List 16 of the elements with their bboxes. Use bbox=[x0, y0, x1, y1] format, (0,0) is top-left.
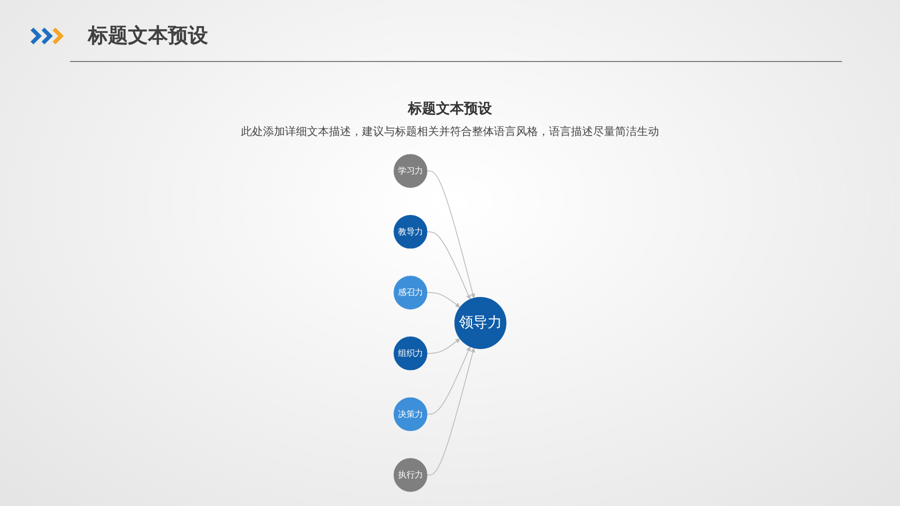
node-circle: 领导力 bbox=[454, 297, 506, 349]
node-circle: 教导力 bbox=[394, 214, 428, 249]
arrow bbox=[426, 348, 476, 476]
node-circle: 执行力 bbox=[394, 458, 428, 492]
page-title: 标题文本预设 bbox=[88, 22, 208, 49]
arrow bbox=[426, 170, 476, 298]
node-circle: 学习力 bbox=[394, 154, 428, 188]
arrow bbox=[426, 292, 460, 308]
arrow bbox=[426, 346, 471, 415]
node-circle: 决策力 bbox=[394, 397, 428, 432]
subtitle: 标题文本预设 bbox=[408, 101, 492, 117]
arrow bbox=[426, 231, 471, 300]
arrow bbox=[426, 338, 460, 354]
node-circle: 感召力 bbox=[394, 276, 428, 310]
node-circle: 组织力 bbox=[394, 336, 428, 370]
description-text: 此处添加详细文本描述，建议与标题相关并符合整体语言风格，语言描述尽量简洁生动 bbox=[241, 125, 659, 138]
